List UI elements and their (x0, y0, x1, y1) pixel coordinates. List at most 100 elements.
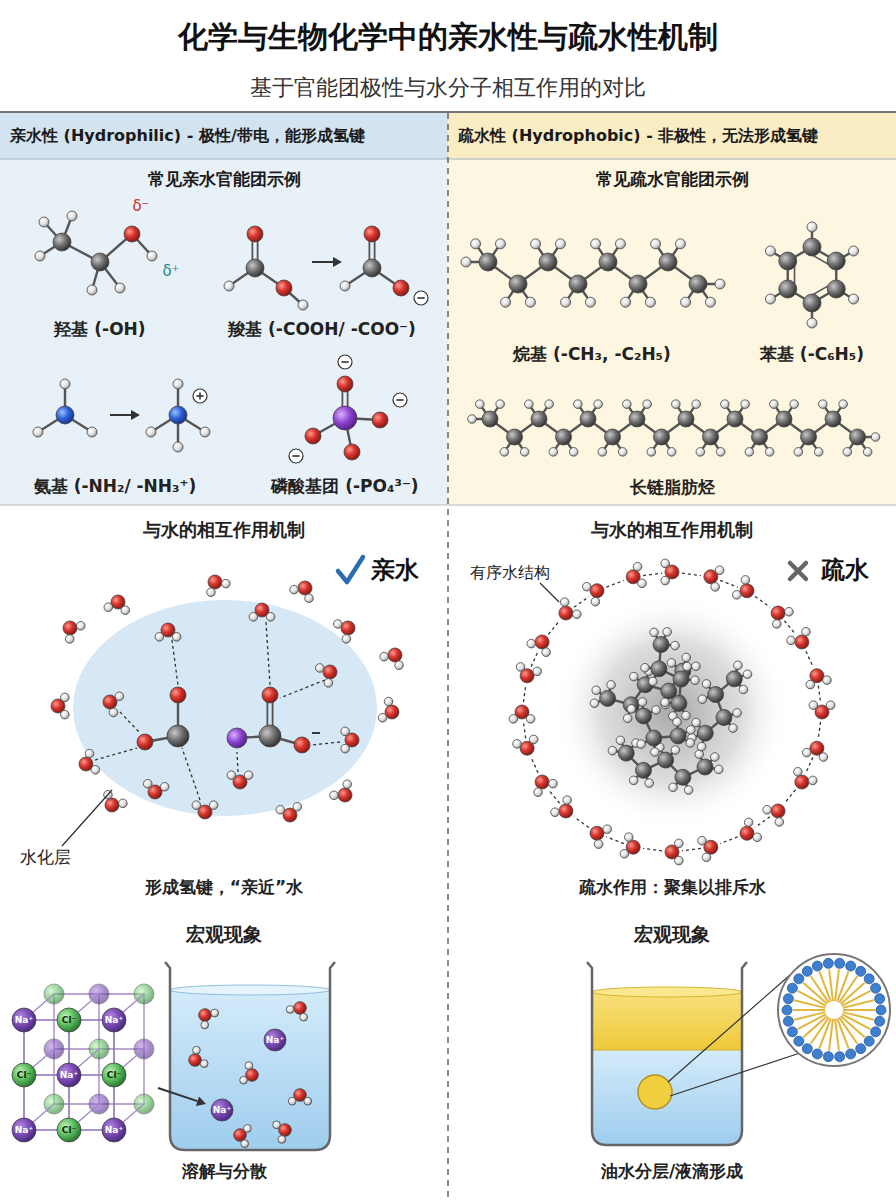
carbon-atom (678, 411, 694, 427)
charge-symbol (289, 449, 303, 463)
lipid-head (846, 961, 856, 971)
water-hydrogen (638, 579, 647, 588)
hydrogen-atom (555, 239, 565, 249)
charge-symbol (199, 392, 201, 399)
hydrogen-bond (784, 621, 795, 635)
carbon-atom (803, 238, 821, 256)
hydrogen-atom (87, 285, 97, 295)
hydrogen-bond (682, 848, 701, 850)
carbon-atom (479, 253, 497, 271)
carbon-atom (658, 752, 674, 768)
hydrogen-atom (643, 400, 652, 409)
oxygen-atom (170, 687, 186, 703)
title: 化学与生物化学中的亲水性与疏水性机制 (178, 20, 718, 55)
water-hydrogen (715, 566, 724, 575)
phosphorus-atom (333, 406, 357, 430)
ion (102, 1063, 126, 1087)
water-hydrogen (753, 833, 762, 842)
reaction-arrow (158, 1088, 197, 1101)
water-hydrogen (773, 620, 782, 629)
water-hydrogen (542, 648, 551, 657)
hydrogen-atom (682, 711, 691, 720)
oxygen-atom (247, 226, 263, 242)
lipid-tail (835, 1019, 839, 1051)
water-hydrogen (675, 856, 684, 865)
ion (12, 1063, 36, 1087)
lipid-head (802, 966, 812, 976)
hydrogen-bond (806, 757, 813, 772)
lipid-tail (794, 1012, 825, 1020)
water-hydrogen (591, 597, 600, 606)
hydrogen-bond (720, 580, 738, 587)
carbon-atom (623, 697, 639, 713)
water-hydrogen (273, 1121, 281, 1129)
water-hydrogen (573, 610, 582, 619)
water-oxygen (559, 804, 573, 818)
hydrogen-bond (120, 712, 140, 733)
hydrogen-atom (87, 427, 97, 437)
carbon-atom (556, 429, 572, 445)
carbon-atom (670, 728, 686, 744)
hydrogen-atom (627, 705, 636, 714)
water-hydrogen (802, 748, 811, 757)
verdict-label: 疏水 (821, 557, 869, 585)
ion-label: Na⁺ (105, 1125, 123, 1135)
hydrogen-atom (545, 400, 554, 409)
carbon-atom (91, 253, 109, 271)
hydrogen-bond (237, 752, 238, 772)
charge-symbol (292, 455, 299, 457)
hydrogen-atom (733, 709, 742, 718)
hydration-shell (73, 600, 377, 816)
hydrogen-atom (667, 448, 676, 457)
carbon-atom (509, 275, 527, 293)
hydrogen-atom (645, 297, 655, 307)
hydrogen-atom (607, 681, 616, 690)
hydrogen-bond (312, 742, 340, 745)
water-oxygen (199, 1009, 212, 1022)
hydrogen-atom (684, 786, 693, 795)
lipid-head (871, 1027, 881, 1037)
water-oxygen (208, 575, 222, 589)
water-hydrogen (529, 735, 538, 744)
charge-symbol (414, 291, 428, 305)
carbon-atom (689, 275, 707, 293)
water-hydrogen (227, 771, 236, 780)
lipid-head (876, 1005, 886, 1015)
hydrogen-bond (266, 622, 270, 685)
lipid-head (794, 974, 804, 984)
arrow-head (196, 1096, 206, 1105)
hydrogen-atom (618, 448, 627, 457)
carbon-atom (697, 759, 713, 775)
group-name: 羟基 (-OH) (54, 320, 145, 340)
hydrogen-atom (697, 742, 706, 751)
hydrogen-atom (819, 400, 828, 409)
lipid-head (835, 958, 845, 968)
water-oxygen (535, 635, 549, 649)
water-hydrogen (104, 603, 113, 612)
group-name: 苯基 (-C₆H₅) (760, 345, 864, 365)
carbon-atom (654, 429, 670, 445)
carbon-atom (580, 411, 596, 427)
hydrogen-atom (35, 251, 45, 261)
ion-label: Cl⁻ (107, 1070, 121, 1080)
callout-label: 水化层 (20, 848, 71, 868)
oxygen-atom (372, 412, 388, 428)
hydrogen-bond (755, 597, 770, 608)
reaction-arrow (312, 261, 333, 263)
hydrogen-bond (818, 722, 820, 738)
water-oxygen (771, 804, 785, 818)
illustration-layer (12, 211, 890, 1150)
hydrogen-atom (629, 776, 638, 785)
hydrogen-atom (173, 442, 183, 452)
ion (57, 1118, 81, 1142)
hydrogen-atom (710, 753, 719, 762)
hydrogen-atom (641, 663, 650, 672)
carbon-atom (825, 411, 841, 427)
zoom-line (670, 1053, 800, 1096)
water-hydrogen (304, 1097, 312, 1105)
water-hydrogen (76, 621, 85, 630)
title-rule (0, 111, 896, 113)
water-hydrogen (300, 1013, 308, 1021)
water-hydrogen (380, 652, 389, 661)
hydrogen-atom (585, 297, 595, 307)
